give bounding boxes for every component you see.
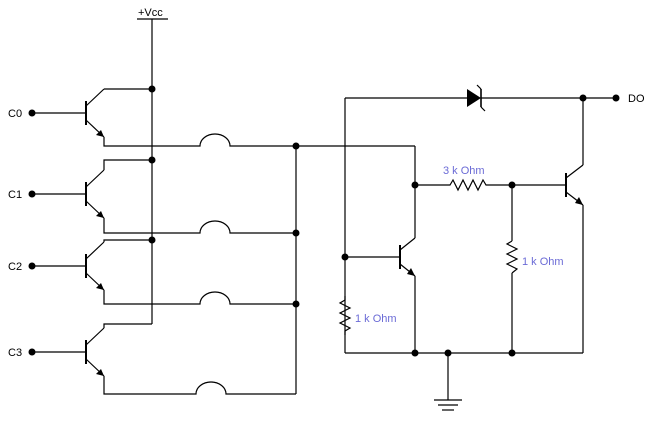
- resistor-left-label: 1 k Ohm: [355, 313, 397, 325]
- output-terminal[interactable]: [612, 94, 620, 102]
- input-label-c2: C2: [8, 261, 22, 273]
- output-label: DO: [628, 93, 645, 105]
- ground-icon: [434, 399, 462, 411]
- middle-stage: 1 k Ohm 3 k Ohm 1 k Ohm: [338, 98, 583, 411]
- collector-wiring: [103, 85, 156, 328]
- resistor-top: [415, 178, 512, 192]
- resistor-right-label: 1 k Ohm: [522, 256, 564, 268]
- input-transistor-c2: C2: [8, 241, 105, 291]
- output-stage: DO: [345, 84, 645, 353]
- input-label-c0: C0: [8, 108, 22, 120]
- resistor-top-label: 3 k Ohm: [443, 165, 485, 177]
- input-label-c3: C3: [8, 347, 22, 359]
- vcc-label: +Vcc: [138, 7, 163, 19]
- input-transistor-c1: C1: [8, 169, 105, 219]
- resistor-right: [505, 240, 519, 274]
- input-transistor-c3: C3: [8, 327, 105, 377]
- emitter-wiring: [103, 133, 415, 395]
- input-transistor-c0: C0: [8, 88, 105, 138]
- vcc-rail: +Vcc: [137, 7, 168, 324]
- resistor-left: [338, 296, 352, 335]
- input-label-c1: C1: [8, 189, 22, 201]
